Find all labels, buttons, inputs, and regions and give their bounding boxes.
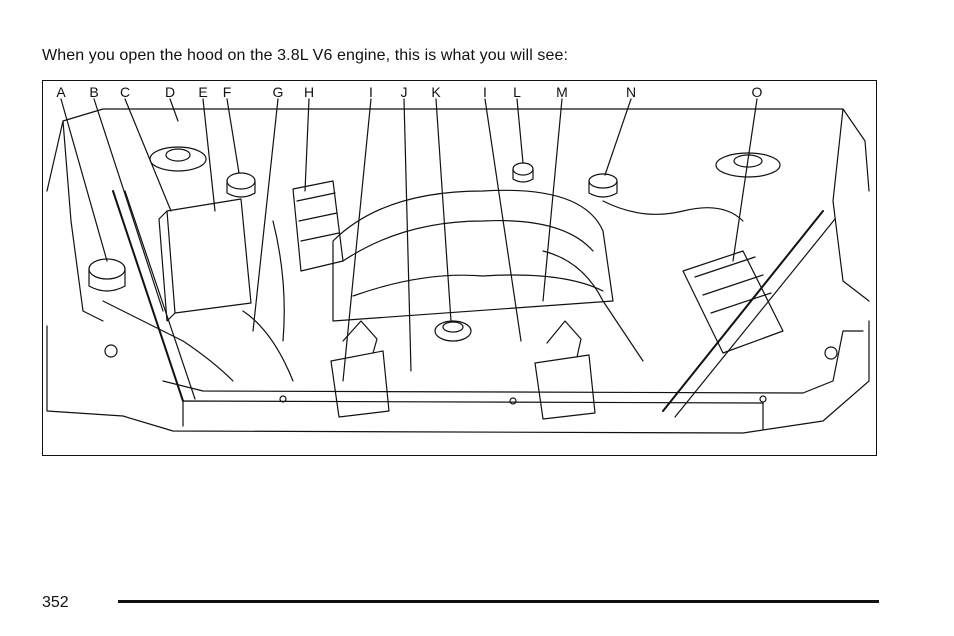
callout-d: D xyxy=(164,84,176,100)
callout-c: C xyxy=(119,84,131,100)
callout-k: K xyxy=(431,84,441,100)
callout-a: A xyxy=(56,84,66,100)
callout-n: N xyxy=(625,84,637,100)
intro-text: When you open the hood on the 3.8L V6 en… xyxy=(42,47,569,64)
callout-h: H xyxy=(303,84,315,100)
callout-b: B xyxy=(89,84,99,100)
callout-m: M xyxy=(556,84,568,100)
footer-rule xyxy=(118,600,879,603)
callout-e: E xyxy=(198,84,208,100)
callout-f: F xyxy=(222,84,232,100)
callout-i-right: I xyxy=(483,84,487,100)
callout-o: O xyxy=(751,84,763,100)
page-number: 352 xyxy=(42,594,69,611)
callout-g: G xyxy=(272,84,284,100)
engine-line-drawing xyxy=(46,98,870,434)
engine-compartment-figure: A B C D E F G H I J K I L M N O xyxy=(42,80,877,456)
callout-l: L xyxy=(513,84,521,100)
callout-i-left: I xyxy=(369,84,373,100)
callout-j: J xyxy=(400,84,408,100)
